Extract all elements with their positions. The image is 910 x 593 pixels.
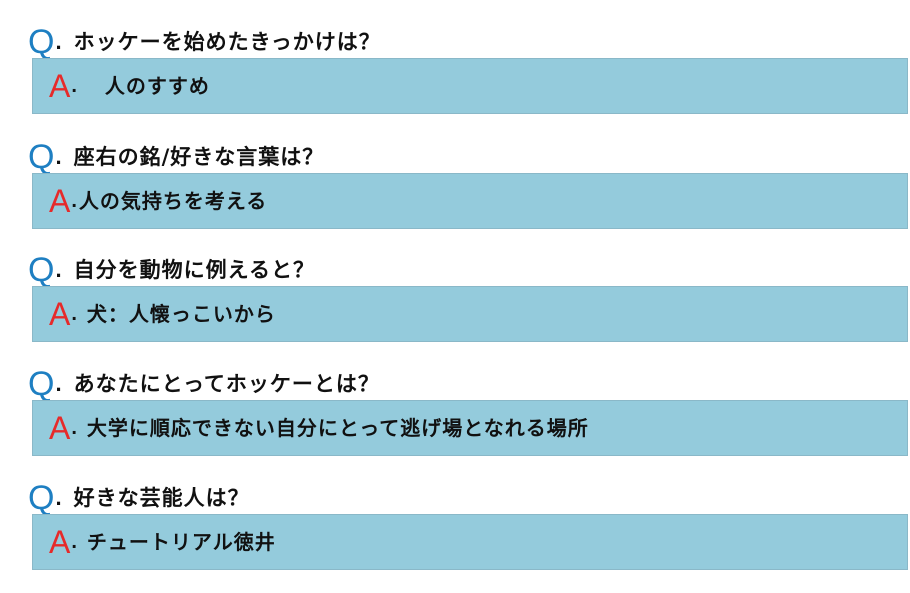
answer-text: 犬：人懐っこいから: [86, 302, 276, 326]
answer-text: 大学に順応できない自分にとって逃げ場となれる場所: [86, 416, 589, 440]
q-mark: Q: [28, 251, 55, 289]
a-dot: .: [71, 75, 77, 97]
answer-text: 人の気持ちを考える: [78, 189, 268, 213]
a-dot: .: [71, 417, 77, 439]
q-dot: .: [55, 485, 62, 510]
answer-text: チュートリアル徳井: [86, 530, 276, 554]
answer-text: 人のすすめ: [104, 74, 210, 98]
question-text: 自分を動物に例えると？: [73, 258, 315, 282]
a-mark: A: [49, 183, 71, 219]
q-mark: Q: [28, 138, 55, 176]
a-mark: A: [49, 68, 71, 104]
a-mark: A: [49, 524, 71, 560]
a-mark: A: [49, 296, 71, 332]
q-mark: Q: [28, 479, 55, 517]
a-dot: .: [71, 190, 77, 212]
answer-box: A. 大学に順応できない自分にとって逃げ場となれる場所: [32, 400, 908, 456]
a-dot: .: [71, 303, 77, 325]
a-dot: .: [71, 531, 77, 553]
question-row: Q. 自分を動物に例えると？: [28, 250, 315, 290]
question-row: Q. あなたにとってホッケーとは？: [28, 364, 380, 404]
q-mark: Q: [28, 23, 55, 61]
question-row: Q. ホッケーを始めたきっかけは？: [28, 22, 381, 62]
q-dot: .: [55, 29, 62, 54]
answer-box: A. 人のすすめ: [32, 58, 908, 114]
question-row: Q. 座右の銘/好きな言葉は？: [28, 137, 324, 177]
question-row: Q. 好きな芸能人は？: [28, 478, 250, 518]
q-mark: Q: [28, 365, 55, 403]
q-dot: .: [55, 371, 62, 396]
a-mark: A: [49, 410, 71, 446]
answer-box: A. チュートリアル徳井: [32, 514, 908, 570]
question-text: あなたにとってホッケーとは？: [73, 372, 380, 396]
answer-box: A. 犬：人懐っこいから: [32, 286, 908, 342]
question-text: ホッケーを始めたきっかけは？: [73, 30, 381, 54]
question-text: 座右の銘/好きな言葉は？: [73, 145, 325, 169]
answer-box: A.人の気持ちを考える: [32, 173, 908, 229]
question-text: 好きな芸能人は？: [73, 486, 250, 510]
q-dot: .: [55, 257, 62, 282]
q-dot: .: [55, 144, 62, 169]
